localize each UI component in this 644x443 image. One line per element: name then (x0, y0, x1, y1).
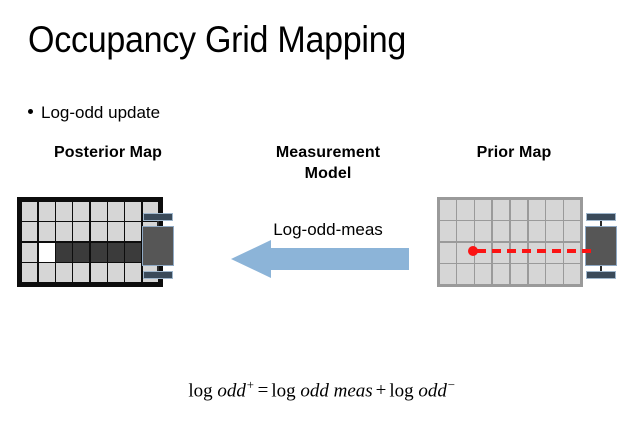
log-odd-formula: log odd+=log odd meas+log odd− (0, 377, 644, 402)
robot-axle-top-icon (600, 217, 602, 231)
bullet-item-label: Log-odd update (41, 103, 161, 122)
formula-lhs-sup: + (245, 377, 255, 392)
robot-wheel-top-icon (586, 213, 616, 221)
formula-plus: + (375, 380, 387, 402)
grid-cell (125, 201, 142, 221)
grid-cell (439, 221, 456, 242)
grid-cell (457, 199, 474, 220)
robot-icon-prior (584, 213, 618, 279)
formula-rhs-sup: − (446, 377, 456, 392)
grid-cell (564, 221, 581, 242)
grid-cell (439, 199, 456, 220)
grid-cell (56, 263, 72, 283)
grid-cell (125, 263, 142, 283)
prior-map-heading: Prior Map (476, 144, 552, 161)
grid-cell (475, 199, 492, 220)
grid-cell (38, 201, 55, 221)
grid-cell (492, 199, 510, 220)
robot-wheel-bottom-icon (586, 271, 616, 279)
measurement-model-heading-line2: Model (304, 165, 352, 182)
formula-rhs-var: odd (418, 380, 447, 402)
grid-cell (528, 199, 545, 220)
sensor-ray-dashed-line (477, 249, 593, 253)
robot-axle-bottom-icon (600, 261, 602, 275)
grid-cell (475, 264, 492, 285)
grid-cell (90, 222, 107, 242)
posterior-map-heading: Posterior Map (54, 144, 162, 161)
grid-cell (564, 199, 581, 220)
grid-cell (439, 264, 456, 285)
grid-cell (90, 263, 107, 283)
grid-cell (528, 221, 545, 242)
formula-lhs-var: odd (217, 380, 246, 402)
grid-cell (564, 264, 581, 285)
grid-cell (546, 199, 563, 220)
grid-cell (21, 201, 38, 221)
robot-axle-top-icon (157, 217, 159, 231)
grid-cell (475, 221, 492, 242)
formula-mid-fn: log (271, 380, 296, 402)
robot-body-icon (585, 226, 617, 266)
grid-cell (528, 264, 545, 285)
formula-mid-var: odd meas (300, 380, 373, 402)
grid-cell (457, 264, 474, 285)
grid-cell (125, 242, 142, 262)
formula-lhs-fn: log (188, 380, 213, 402)
grid-cell (492, 264, 510, 285)
grid-cell (21, 222, 38, 242)
robot-body-icon (142, 226, 174, 266)
measurement-model-heading-line1: Measurement (275, 144, 381, 161)
grid-cell (90, 242, 107, 262)
grid-cell (546, 264, 563, 285)
grid-cell (56, 242, 72, 262)
log-odd-meas-arrow-icon (231, 240, 409, 278)
grid-cell (73, 242, 90, 262)
grid-cell (73, 222, 90, 242)
grid-cell (510, 264, 527, 285)
grid-cell (546, 221, 563, 242)
formula-equals: = (257, 380, 269, 402)
grid-cell (38, 222, 55, 242)
bullet-dot-icon (28, 109, 33, 114)
measurement-model-heading: Measurement Model (243, 142, 413, 184)
grid-cell (21, 242, 38, 262)
grid-cell (510, 221, 527, 242)
formula-rhs-fn: log (389, 380, 414, 402)
grid-cell (108, 201, 124, 221)
bullet-item: Log-odd update (28, 103, 160, 123)
page-title: Occupancy Grid Mapping (28, 19, 407, 60)
grid-cell (56, 222, 72, 242)
posterior-occupancy-grid (17, 197, 163, 287)
grid-cell (108, 242, 124, 262)
grid-cell (108, 222, 124, 242)
prior-occupancy-grid (437, 197, 583, 287)
grid-cell (73, 263, 90, 283)
arrow-label: Log-odd-meas (273, 220, 383, 239)
grid-cell (56, 201, 72, 221)
grid-cell (439, 242, 456, 263)
grid-cell (457, 221, 474, 242)
sensor-origin-dot-icon (468, 246, 478, 256)
robot-wheel-bottom-icon (143, 271, 173, 279)
grid-cell (492, 221, 510, 242)
grid-cell (510, 199, 527, 220)
grid-cell (125, 222, 142, 242)
robot-icon-posterior (141, 213, 175, 279)
grid-cell (21, 263, 38, 283)
grid-cell (38, 263, 55, 283)
grid-cell (73, 201, 90, 221)
grid-cell (90, 201, 107, 221)
grid-cell (108, 263, 124, 283)
robot-axle-bottom-icon (157, 261, 159, 275)
grid-cell (38, 242, 55, 262)
robot-wheel-top-icon (143, 213, 173, 221)
